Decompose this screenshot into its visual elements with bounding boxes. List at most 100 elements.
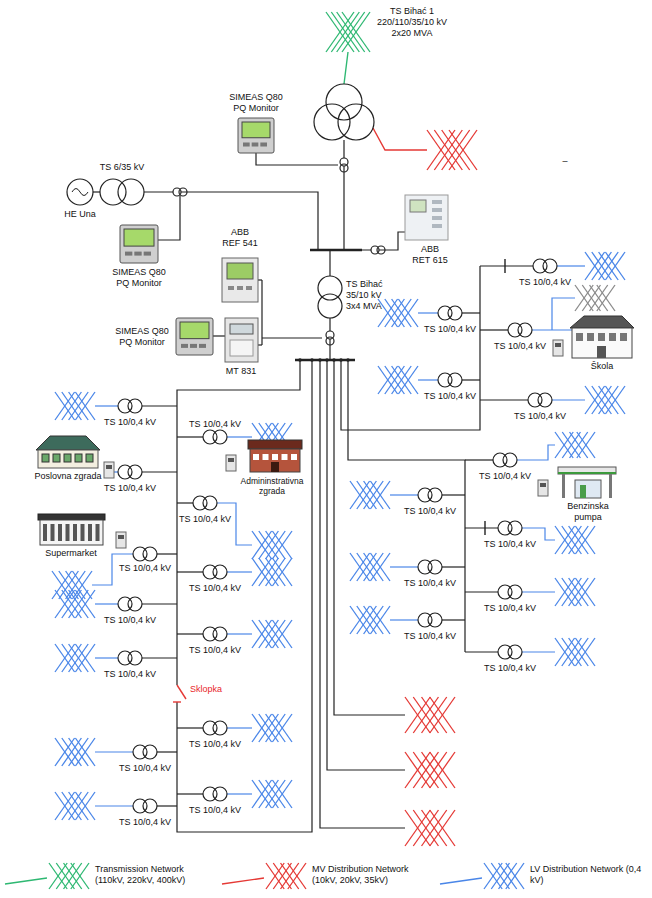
wire — [348, 360, 465, 652]
device-label: TS 10/0,4 kV — [189, 419, 241, 430]
monitor-button — [181, 344, 188, 348]
mesh-stroke — [273, 863, 291, 889]
device-label: TS 10/0,4 kV — [424, 324, 476, 335]
device-label: TS Bihać 1 220/110/35/10 kV 2x20 MVA — [370, 6, 454, 38]
device-label: – — [562, 156, 567, 167]
relay-screen — [410, 200, 426, 212]
transformer-symbol — [203, 565, 227, 579]
mesh-stroke — [491, 863, 509, 889]
transformer-symbol — [418, 488, 442, 502]
winding — [179, 188, 187, 196]
mesh-stroke — [491, 863, 509, 889]
building-window — [81, 524, 85, 541]
fuel-pump — [580, 485, 586, 498]
monitor-case — [176, 318, 213, 355]
bus-junction — [339, 358, 343, 362]
transformer-symbol — [438, 373, 462, 387]
winding — [128, 651, 142, 665]
building-window — [253, 454, 259, 460]
wire — [177, 436, 203, 437]
mesh-stroke — [49, 863, 67, 889]
relay-button — [246, 286, 252, 290]
mesh-stroke — [449, 130, 477, 170]
wire — [418, 379, 438, 380]
mesh-stroke — [570, 432, 588, 458]
wire — [390, 566, 418, 567]
network-mesh — [49, 863, 89, 889]
bus-junction — [332, 358, 336, 362]
network-mesh — [555, 638, 595, 666]
transformer-symbol — [418, 560, 442, 574]
mesh-stroke — [434, 130, 462, 170]
meter-terminal — [230, 340, 253, 356]
legend-text: Transmission Network (110kV, 220kV, 400k… — [95, 864, 210, 886]
wire — [95, 657, 118, 658]
building-wall — [250, 449, 300, 472]
switch-contact — [173, 701, 181, 702]
bus-junction — [325, 358, 329, 362]
mesh-stroke — [64, 863, 82, 889]
energy-meter — [225, 318, 258, 362]
wire — [157, 751, 177, 752]
wire — [373, 128, 427, 150]
device-label: TS 10/0,4 kV — [404, 578, 456, 589]
winding — [118, 179, 144, 205]
network-mesh — [405, 752, 455, 788]
device-label: TS 10/0,4 kV — [104, 483, 156, 494]
device-label: SIMEAS Q80 PQ Monitor — [113, 326, 171, 348]
winding — [538, 393, 552, 407]
wire — [227, 727, 252, 728]
monitor-screen — [242, 122, 270, 138]
mesh-stroke — [499, 863, 517, 889]
mesh-stroke — [72, 571, 92, 599]
device-label: ABB REF 541 — [222, 227, 259, 249]
energy-meter — [116, 532, 126, 548]
network-mesh — [405, 697, 455, 733]
wire — [522, 651, 555, 652]
wire — [484, 521, 485, 535]
wire — [480, 265, 533, 266]
transformer-symbol — [100, 179, 144, 205]
mesh-stroke — [570, 432, 588, 458]
building-window — [620, 333, 627, 341]
mesh-stroke — [75, 738, 95, 766]
winding — [377, 246, 385, 254]
transformer-symbol — [118, 651, 142, 665]
canopy — [558, 467, 616, 474]
monitor-button — [260, 143, 267, 147]
wire — [262, 337, 322, 338]
transformer-symbol — [118, 597, 142, 611]
transformer-symbol — [203, 787, 227, 801]
building-window — [66, 524, 70, 541]
wire — [442, 566, 465, 567]
winding — [143, 547, 157, 561]
mesh-stroke — [75, 738, 95, 766]
network-mesh — [555, 526, 595, 554]
building-window — [73, 524, 77, 541]
mesh-stroke — [575, 285, 593, 311]
wire — [390, 494, 418, 495]
network-mesh — [252, 558, 292, 586]
mesh-stroke — [326, 12, 354, 52]
mesh-stroke — [430, 810, 455, 846]
wire — [522, 528, 555, 540]
transformer-symbol — [314, 84, 374, 140]
wire — [177, 793, 203, 794]
mesh-stroke — [288, 863, 306, 889]
wire — [480, 399, 528, 400]
wire — [157, 553, 177, 554]
wire — [344, 52, 348, 84]
building-door — [597, 346, 606, 358]
network-mesh — [252, 531, 292, 559]
wire — [157, 805, 177, 806]
meter-window — [555, 343, 561, 347]
meter-window — [228, 458, 234, 462]
building-window — [64, 454, 71, 462]
wire — [442, 494, 465, 495]
canopy-pillar — [562, 474, 565, 498]
device-label: TS 10/0,4 kV — [514, 411, 566, 422]
meter-case — [226, 455, 236, 471]
transformer-symbol — [418, 613, 442, 627]
meter-case — [538, 480, 548, 496]
